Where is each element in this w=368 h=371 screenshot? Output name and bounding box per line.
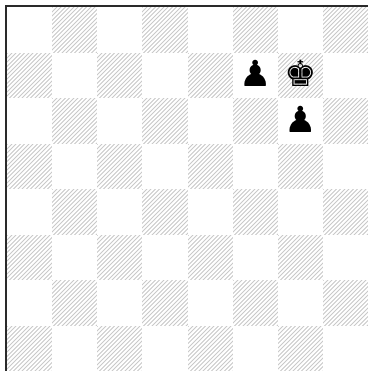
square-b5[interactable]	[52, 144, 97, 190]
square-g4[interactable]	[278, 189, 323, 235]
square-a6[interactable]	[7, 98, 52, 144]
square-f7[interactable]: ♟	[233, 53, 278, 99]
square-h7[interactable]	[323, 53, 368, 99]
square-h6[interactable]	[323, 98, 368, 144]
square-d5[interactable]	[142, 144, 187, 190]
square-d3[interactable]	[142, 235, 187, 281]
square-d2[interactable]	[142, 280, 187, 326]
square-c2[interactable]	[97, 280, 142, 326]
square-g1[interactable]	[278, 326, 323, 371]
square-b6[interactable]	[52, 98, 97, 144]
square-f1[interactable]	[233, 326, 278, 371]
square-h3[interactable]	[323, 235, 368, 281]
square-a8[interactable]	[7, 7, 52, 53]
square-h8[interactable]	[323, 7, 368, 53]
square-b8[interactable]	[52, 7, 97, 53]
square-a1[interactable]	[7, 326, 52, 371]
square-h5[interactable]	[323, 144, 368, 190]
black-king-icon[interactable]: ♚	[284, 57, 316, 93]
square-f5[interactable]	[233, 144, 278, 190]
square-c5[interactable]	[97, 144, 142, 190]
square-g7[interactable]: ♚	[278, 53, 323, 99]
square-a3[interactable]	[7, 235, 52, 281]
square-f3[interactable]	[233, 235, 278, 281]
square-g5[interactable]	[278, 144, 323, 190]
square-c4[interactable]	[97, 189, 142, 235]
square-a4[interactable]	[7, 189, 52, 235]
square-c1[interactable]	[97, 326, 142, 371]
square-e8[interactable]	[188, 7, 233, 53]
black-pawn-icon[interactable]: ♟	[284, 103, 316, 139]
square-g2[interactable]	[278, 280, 323, 326]
square-e2[interactable]	[188, 280, 233, 326]
square-d6[interactable]	[142, 98, 187, 144]
square-h2[interactable]	[323, 280, 368, 326]
square-e4[interactable]	[188, 189, 233, 235]
square-f8[interactable]	[233, 7, 278, 53]
square-g8[interactable]	[278, 7, 323, 53]
square-a5[interactable]	[7, 144, 52, 190]
square-g6[interactable]: ♟	[278, 98, 323, 144]
square-h4[interactable]	[323, 189, 368, 235]
square-b3[interactable]	[52, 235, 97, 281]
square-b1[interactable]	[52, 326, 97, 371]
square-b2[interactable]	[52, 280, 97, 326]
square-e5[interactable]	[188, 144, 233, 190]
square-d7[interactable]	[142, 53, 187, 99]
square-c3[interactable]	[97, 235, 142, 281]
square-b7[interactable]	[52, 53, 97, 99]
square-g3[interactable]	[278, 235, 323, 281]
chess-board[interactable]: ♟ ♚ ♟	[5, 5, 368, 371]
square-a2[interactable]	[7, 280, 52, 326]
square-e3[interactable]	[188, 235, 233, 281]
square-d1[interactable]	[142, 326, 187, 371]
square-d4[interactable]	[142, 189, 187, 235]
square-c7[interactable]	[97, 53, 142, 99]
square-e7[interactable]	[188, 53, 233, 99]
black-pawn-icon[interactable]: ♟	[239, 57, 271, 93]
square-d8[interactable]	[142, 7, 187, 53]
square-e1[interactable]	[188, 326, 233, 371]
square-f4[interactable]	[233, 189, 278, 235]
square-h1[interactable]	[323, 326, 368, 371]
square-a7[interactable]	[7, 53, 52, 99]
square-b4[interactable]	[52, 189, 97, 235]
square-e6[interactable]	[188, 98, 233, 144]
square-f6[interactable]	[233, 98, 278, 144]
square-c8[interactable]	[97, 7, 142, 53]
square-c6[interactable]	[97, 98, 142, 144]
square-f2[interactable]	[233, 280, 278, 326]
